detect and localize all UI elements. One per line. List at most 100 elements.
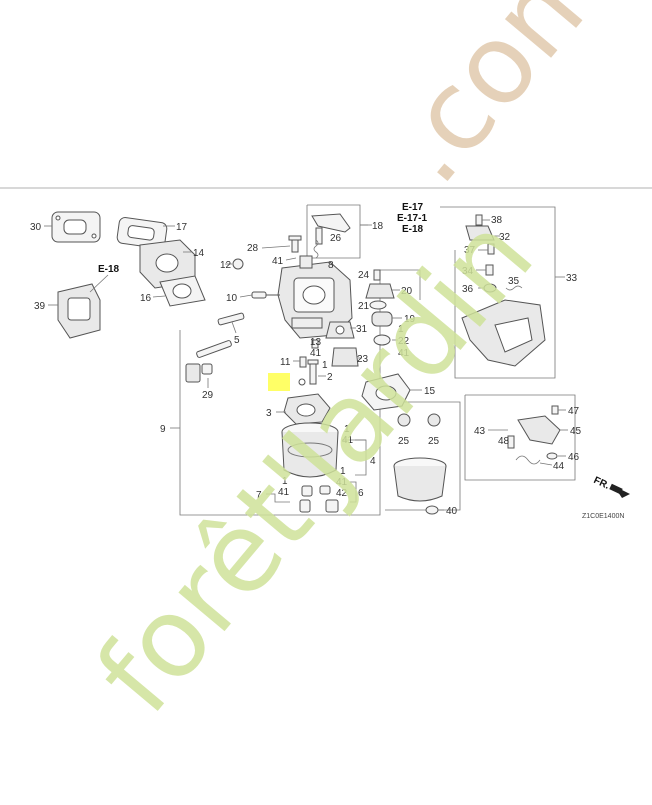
label-37[interactable]: 37 xyxy=(464,245,476,256)
leader-16 xyxy=(152,295,166,298)
label-4[interactable]: 4 xyxy=(370,456,376,467)
watermark-logo: forêt'Jardin .com xyxy=(72,0,634,737)
part-31-nozzle xyxy=(325,321,355,339)
label-47[interactable]: 47 xyxy=(568,406,580,417)
part-4-float-chamber xyxy=(281,422,339,478)
part-30-gasket xyxy=(51,211,101,243)
label-7[interactable]: 7 xyxy=(256,490,262,501)
ref-e17-1[interactable]: E-17-1 xyxy=(397,213,427,224)
label-1-b[interactable]: 1 xyxy=(322,360,328,371)
label-33[interactable]: 33 xyxy=(566,273,578,284)
label-42[interactable]: 42 xyxy=(336,488,348,499)
label-44[interactable]: 44 xyxy=(553,461,565,472)
label-19[interactable]: 19 xyxy=(404,314,416,325)
leader-5 xyxy=(231,321,237,334)
label-17[interactable]: 17 xyxy=(176,222,188,233)
label-9[interactable]: 9 xyxy=(160,424,166,435)
label-45[interactable]: 45 xyxy=(570,426,582,437)
leader-28 xyxy=(261,245,291,249)
label-41-mid[interactable]: 41 xyxy=(310,348,322,359)
label-11[interactable]: 11 xyxy=(280,357,291,368)
part-12-screw xyxy=(232,258,244,270)
label-34[interactable]: 34 xyxy=(462,266,474,277)
label-41-chamber[interactable]: 41 xyxy=(342,435,354,446)
label-31[interactable]: 31 xyxy=(356,324,368,335)
label-41-bolt[interactable]: 41 xyxy=(336,477,348,488)
part-8-spring xyxy=(313,239,319,259)
label-39[interactable]: 39 xyxy=(34,301,46,312)
part-40-nut xyxy=(425,505,439,515)
label-15[interactable]: 15 xyxy=(424,386,436,397)
part-15-gasket xyxy=(361,373,411,411)
label-48[interactable]: 48 xyxy=(498,436,510,447)
part-10-screw xyxy=(251,291,280,299)
label-14[interactable]: 14 xyxy=(193,248,205,259)
label-30[interactable]: 30 xyxy=(30,222,42,233)
leader-10 xyxy=(239,294,253,298)
part-air-filter-cup xyxy=(393,457,447,502)
part-47-screw xyxy=(551,405,559,415)
ref-e18-top[interactable]: E-18 xyxy=(402,224,424,235)
label-10[interactable]: 10 xyxy=(226,293,238,304)
label-21[interactable]: 21 xyxy=(358,301,370,312)
label-43[interactable]: 43 xyxy=(474,426,486,437)
part-26-lever xyxy=(311,213,351,245)
part-14-insulator xyxy=(139,239,196,289)
part-22-seat xyxy=(373,334,391,346)
label-12[interactable]: 12 xyxy=(220,260,232,271)
ref-e17[interactable]: E-17 xyxy=(402,202,424,213)
label-36[interactable]: 36 xyxy=(462,284,474,295)
label-1-e[interactable]: 1 xyxy=(340,466,346,477)
label-35[interactable]: 35 xyxy=(508,276,520,287)
label-46[interactable]: 46 xyxy=(568,452,580,463)
ref-e18-left[interactable]: E-18 xyxy=(98,264,120,275)
label-41-drain[interactable]: 41 xyxy=(278,487,290,498)
label-22[interactable]: 22 xyxy=(398,336,410,347)
label-18[interactable]: 18 xyxy=(372,221,384,232)
part-32-arm xyxy=(465,225,495,241)
part-48-pin xyxy=(507,435,515,449)
label-25-b[interactable]: 25 xyxy=(428,436,440,447)
part-11-screw xyxy=(299,356,307,368)
label-41-right[interactable]: 41 xyxy=(398,348,410,359)
label-2[interactable]: 2 xyxy=(327,372,333,383)
label-8[interactable]: 8 xyxy=(328,260,334,271)
leader-e18-left xyxy=(89,274,109,293)
label-38[interactable]: 38 xyxy=(491,215,503,226)
label-5[interactable]: 5 xyxy=(234,335,240,346)
label-1-a[interactable]: 1 xyxy=(398,324,404,335)
label-13[interactable]: 13 xyxy=(310,337,322,348)
label-1-d[interactable]: 1 xyxy=(282,476,288,487)
label-20[interactable]: 20 xyxy=(401,286,413,297)
label-26[interactable]: 26 xyxy=(330,233,342,244)
part-control-plate xyxy=(461,299,546,367)
label-32[interactable]: 32 xyxy=(499,232,511,243)
label-23[interactable]: 23 xyxy=(357,354,369,365)
part-44-spring xyxy=(515,455,541,465)
part-13-jet xyxy=(311,339,319,349)
part-number-labels: 30 17 14 16 39 E-18 28 41 12 10 5 29 9 8… xyxy=(30,202,624,520)
part-29-pilot-screw xyxy=(185,340,232,383)
label-40[interactable]: 40 xyxy=(446,506,458,517)
part-24-screw xyxy=(373,269,381,281)
part-42-bolt xyxy=(319,485,339,513)
label-1-c[interactable]: 1 xyxy=(344,424,350,435)
label-3[interactable]: 3 xyxy=(266,408,272,419)
label-28[interactable]: 28 xyxy=(247,243,259,254)
label-24[interactable]: 24 xyxy=(358,270,370,281)
part-7-drain-screw xyxy=(299,485,313,513)
part-39-plate xyxy=(57,283,101,339)
label-41-top[interactable]: 41 xyxy=(272,256,284,267)
assembly-bracket-43 xyxy=(464,394,576,481)
label-6[interactable]: 6 xyxy=(358,488,364,499)
bracket-7 xyxy=(266,493,290,503)
watermark-brown: .com xyxy=(362,0,634,207)
label-29[interactable]: 29 xyxy=(202,390,214,401)
label-16[interactable]: 16 xyxy=(140,293,152,304)
part-35-spring xyxy=(505,285,523,291)
highlight-marker[interactable] xyxy=(268,373,290,391)
assembly-bracket-25 xyxy=(385,401,461,511)
label-25-a[interactable]: 25 xyxy=(398,436,410,447)
